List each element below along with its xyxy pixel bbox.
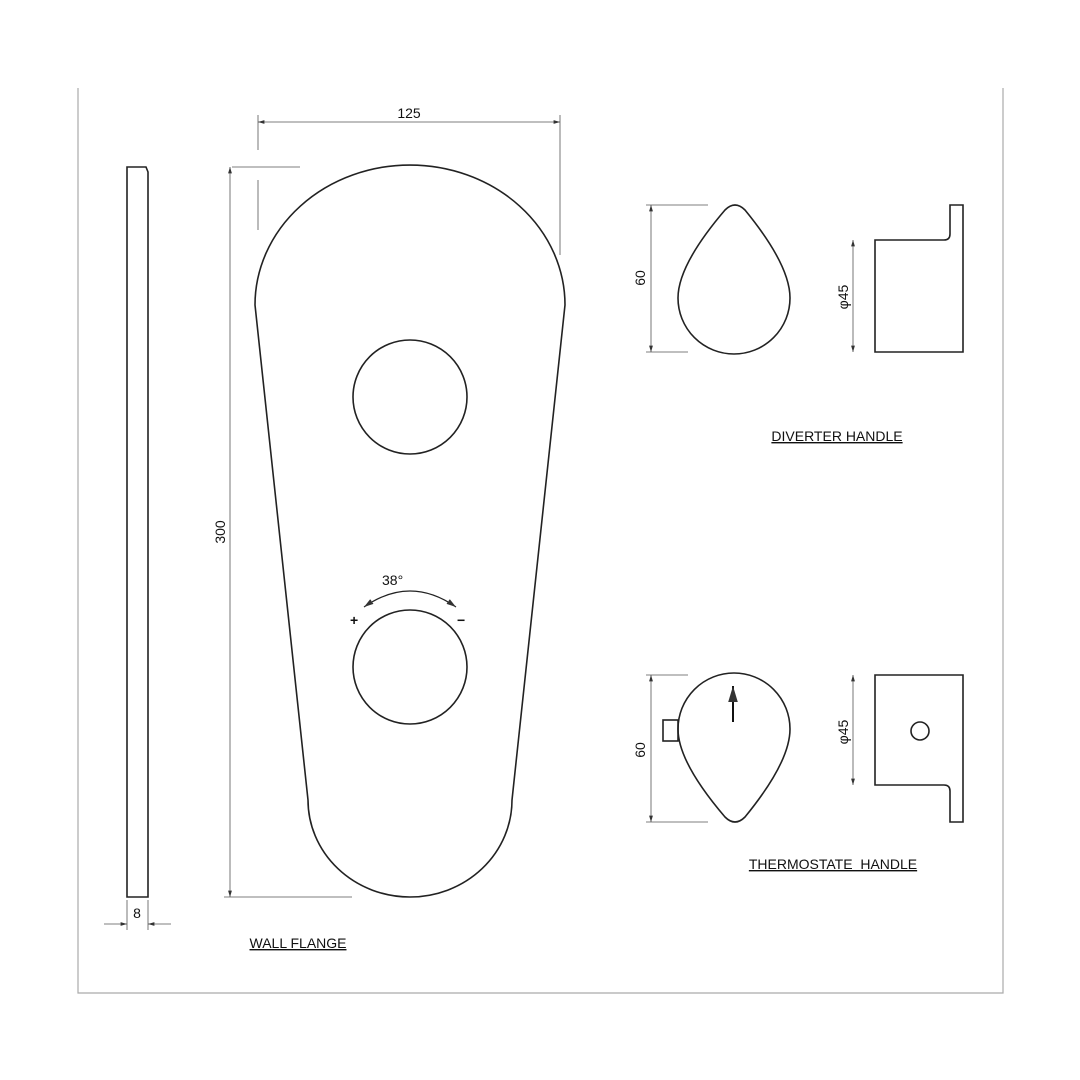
- thickness-dimension: [104, 900, 171, 930]
- rotation-plus-label: +: [350, 612, 358, 628]
- diverter-height-dimension: [646, 204, 708, 353]
- diverter-handle-front: [677, 204, 791, 355]
- thermostat-hole: [352, 609, 468, 725]
- thermostat-height-label: 60: [632, 742, 648, 758]
- diverter-height-label: 60: [632, 270, 648, 286]
- diverter-handle-side: [874, 204, 964, 353]
- diverter-diameter-label: φ45: [835, 284, 851, 309]
- thermostat-height-dimension: [646, 674, 708, 823]
- wall-flange-label: WALL FLANGE: [250, 935, 347, 951]
- thermostat-stop-tab: [662, 719, 679, 742]
- thermostat-diameter-label: φ45: [835, 719, 851, 744]
- height-dimension: [224, 167, 352, 898]
- thickness-dimension-label: 8: [133, 905, 141, 921]
- width-dimension: [232, 115, 561, 255]
- rotation-arc: [363, 590, 457, 608]
- wall-flange-outline: [254, 164, 566, 898]
- thermostat-handle-label: THERMOSTATE HANDLE: [749, 856, 917, 872]
- thermostat-side-hole: [910, 721, 930, 741]
- diverter-handle-label: DIVERTER HANDLE: [771, 428, 902, 444]
- thermostat-handle-side: [874, 674, 964, 823]
- diverter-hole: [352, 339, 468, 455]
- rotation-angle-label: 38°: [382, 572, 403, 588]
- flange-side-profile: [126, 166, 149, 898]
- rotation-minus-label: −: [457, 612, 465, 628]
- height-dimension-label: 300: [212, 520, 228, 544]
- width-dimension-label: 125: [397, 105, 421, 121]
- drawing-frame: [77, 88, 1004, 994]
